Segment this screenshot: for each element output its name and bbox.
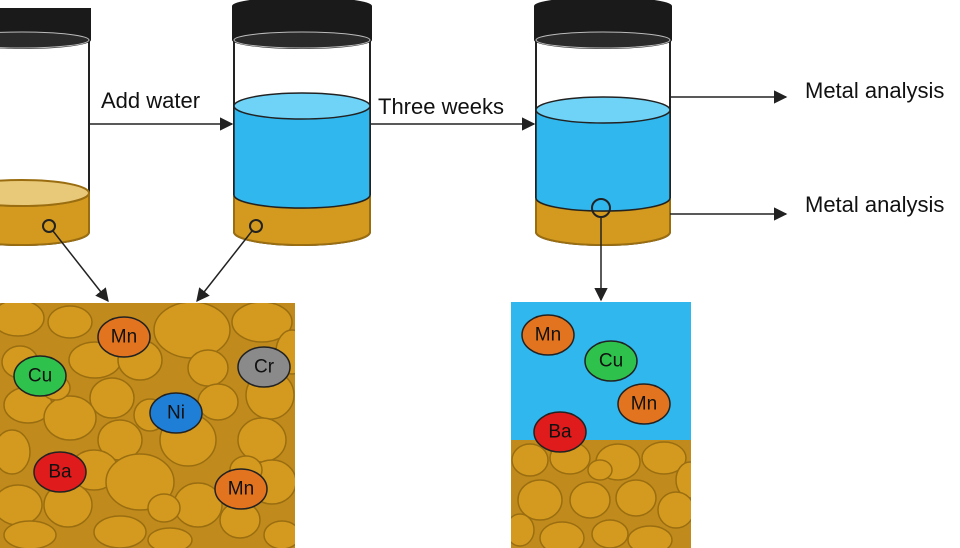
jar-1 [0, 8, 91, 246]
sediment-grain [517, 479, 563, 521]
sediment-grain [147, 527, 193, 548]
label-three-weeks: Three weeks [378, 94, 504, 119]
sediment-grain [187, 349, 229, 387]
label-water-analysis: Metal analysis [805, 78, 944, 103]
metal-ion-ba [533, 411, 587, 453]
sediment-grain [511, 513, 535, 547]
metal-ion-label: Ba [48, 462, 72, 483]
metal-ion-label: Cu [599, 351, 623, 372]
sediment-grain [89, 377, 135, 419]
metal-ion-label: Cr [254, 357, 275, 378]
jar-1-rim [0, 31, 90, 49]
sediment-grain [627, 525, 673, 548]
metal-ion-ni [149, 392, 203, 434]
sediment-grain [615, 479, 657, 517]
jar-3-sample-marker [591, 198, 611, 218]
jar-3-rim [535, 31, 671, 49]
sediment-grain [231, 303, 293, 343]
metal-ion-mn [214, 468, 268, 510]
metal-ion-label: Mn [535, 325, 561, 346]
metal-ion-mn [617, 383, 671, 425]
metal-ion-mn [97, 316, 151, 358]
metal-ion-cr [237, 346, 291, 388]
metal-ion-ba [33, 451, 87, 493]
zoom-arrow-jar-1 [52, 230, 109, 303]
metal-ion-mn [521, 314, 575, 356]
metal-ion-label: Cu [28, 366, 52, 387]
sediment-grain [263, 520, 295, 548]
sediment-grain [47, 305, 93, 339]
sediment-grain [0, 484, 43, 526]
jar-2 [232, 0, 372, 246]
sediment-grain [147, 493, 181, 523]
metal-ion-label: Ni [167, 403, 185, 424]
metal-ion-cu [13, 355, 67, 397]
jar-2-sample-marker [249, 219, 263, 233]
sediment-grain [3, 520, 57, 548]
jar-1-sample-marker [42, 219, 56, 233]
zoom-arrow-jar-2 [196, 230, 253, 303]
sediment-grain [657, 491, 691, 529]
sediment-grain [197, 383, 239, 421]
label-sediment-analysis: Metal analysis [805, 192, 944, 217]
metal-ion-label: Mn [631, 394, 657, 415]
sediment-grain [591, 519, 629, 548]
metal-ion-label: Mn [111, 327, 137, 348]
sediment-grain [0, 429, 31, 475]
sediment-grain [539, 521, 585, 548]
metal-ion-cu [584, 340, 638, 382]
jar-3-water-surface [535, 96, 671, 124]
metal-ion-label: Mn [228, 479, 254, 500]
jar-1-sediment [0, 192, 90, 246]
sediment-grain [511, 443, 549, 477]
sediment-grain [641, 441, 687, 475]
sediment-grain [587, 459, 613, 481]
jar-3 [534, 0, 672, 246]
metal-ion-label: Ba [548, 422, 572, 443]
jar-1-sediment-surface [0, 179, 90, 207]
jar-2-rim [233, 31, 371, 49]
sediment-grain [43, 395, 97, 441]
sediment-grain [0, 303, 45, 337]
sediment-grain [153, 303, 231, 359]
jar-2-water [233, 105, 371, 209]
sediment-grain [569, 481, 611, 519]
sediment-grain [93, 515, 147, 548]
jar-2-water-surface [233, 92, 371, 120]
label-add-water: Add water [101, 88, 200, 113]
sediment-grains-left [0, 303, 295, 548]
jar-3-water [535, 109, 671, 212]
